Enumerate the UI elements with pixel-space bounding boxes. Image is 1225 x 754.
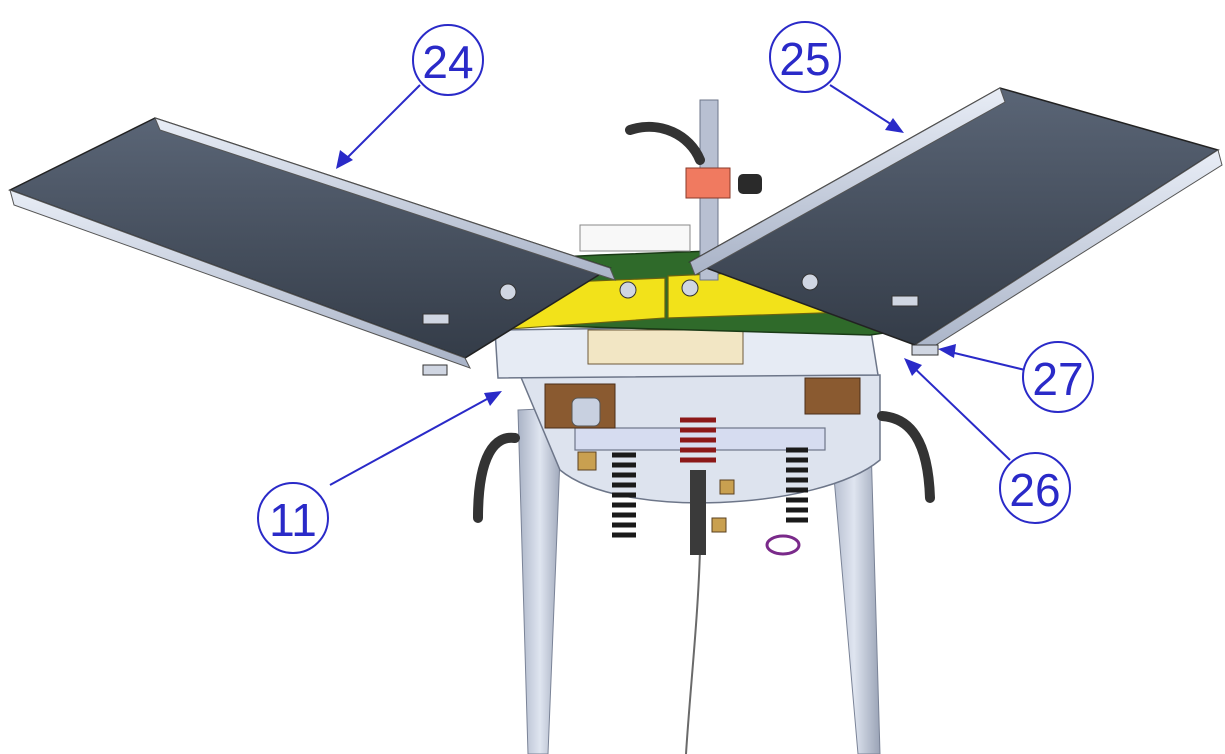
arrowhead-11 <box>484 391 502 406</box>
callout-26: 26 <box>999 452 1071 524</box>
pull-ring <box>765 534 801 556</box>
left-tray <box>8 117 616 369</box>
left-side-bolt <box>422 364 448 376</box>
right-nut <box>711 517 727 533</box>
callout-24: 24 <box>412 24 484 96</box>
callout-label: 26 <box>1009 464 1060 516</box>
left-handle <box>473 432 520 523</box>
bolt <box>619 281 637 299</box>
bolt <box>681 279 699 297</box>
right-spring <box>786 447 808 523</box>
right-tray <box>688 87 1223 356</box>
name-plate <box>587 329 744 365</box>
leader-27 <box>941 349 1026 371</box>
leader-25 <box>829 84 901 131</box>
callout-label: 24 <box>422 36 473 88</box>
left-nut <box>577 451 597 471</box>
white-bracket <box>579 224 691 252</box>
arrowhead-24 <box>336 150 353 169</box>
leader-24 <box>339 84 421 166</box>
right-handle <box>877 411 935 503</box>
frame-bolt-right <box>891 295 919 307</box>
callout-label: 27 <box>1032 353 1083 405</box>
stand-legs <box>517 407 881 754</box>
springs <box>612 417 808 556</box>
orange-clamp <box>685 167 731 199</box>
clamp-knob <box>738 174 762 194</box>
leader-26 <box>907 361 1011 461</box>
center-pull-rod <box>690 470 706 555</box>
right-brown-block <box>804 377 861 415</box>
bolts <box>422 273 939 376</box>
callout-label: 25 <box>779 33 830 85</box>
top-handle <box>625 121 705 165</box>
callout-27: 27 <box>1022 341 1094 413</box>
control-wire <box>685 549 701 754</box>
left-spring <box>612 452 636 538</box>
frame-bolt-left <box>422 313 450 325</box>
left-cylinder <box>571 397 601 427</box>
bolt <box>499 283 517 301</box>
arrowhead-26 <box>904 358 922 376</box>
callout-25: 25 <box>769 21 841 93</box>
center-red-spring <box>680 417 716 463</box>
arrowhead-27 <box>938 344 956 358</box>
leader-11 <box>329 392 499 486</box>
callout-11: 11 <box>257 482 329 554</box>
bolt <box>801 273 819 291</box>
callout-leaders <box>329 84 1026 486</box>
center-nut <box>719 479 735 495</box>
right-side-bolt <box>911 344 939 356</box>
callout-label: 11 <box>269 494 317 546</box>
arrowhead-25 <box>885 118 904 133</box>
